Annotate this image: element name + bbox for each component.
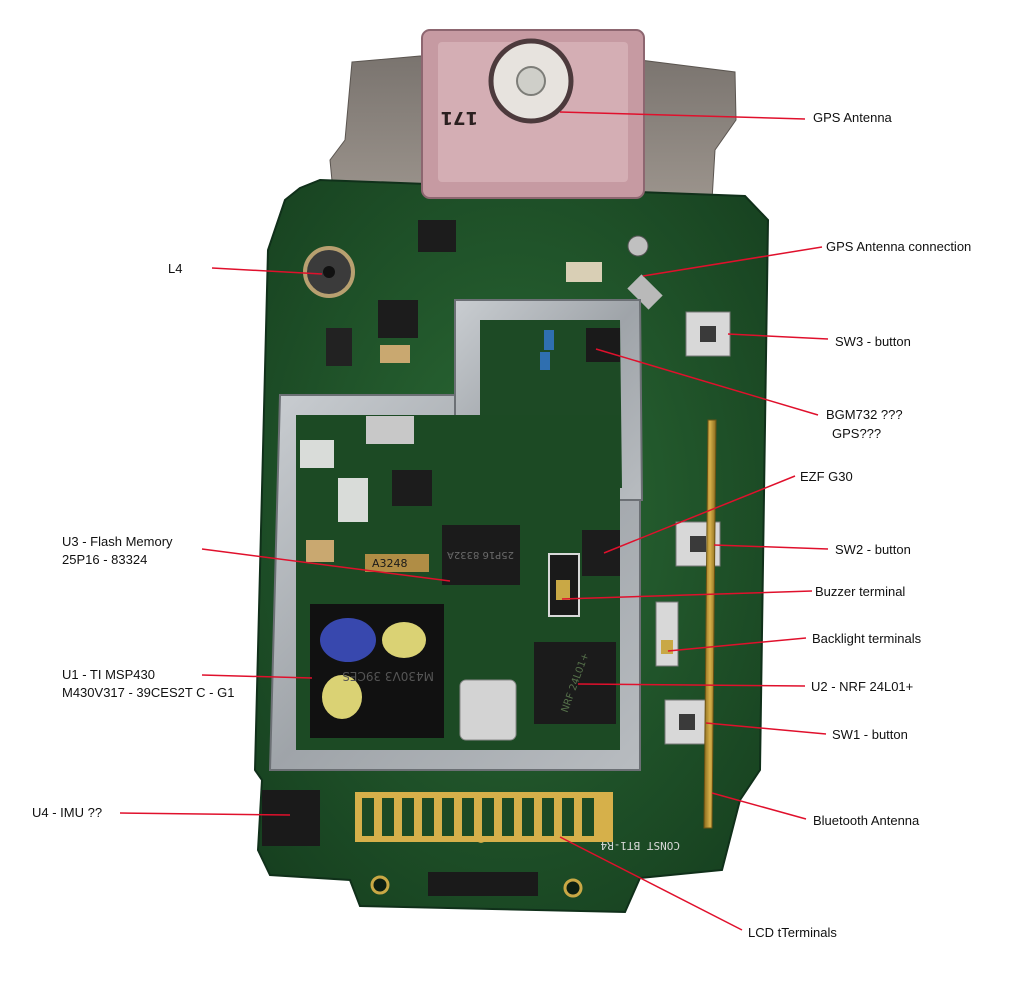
mount-hole [370, 875, 390, 895]
leader-l4 [211, 267, 323, 275]
ezf-g30-chip [582, 530, 620, 576]
u4-imu-chip [262, 790, 320, 846]
backlight-terminal [655, 601, 679, 667]
oscillator [459, 679, 517, 741]
leader-lcd [559, 836, 743, 931]
label-bgm732-line2: GPS??? [832, 426, 882, 441]
label-sw3: SW3 - button [835, 334, 911, 349]
label-sw2: SW2 - button [835, 542, 911, 557]
leader-ezf [603, 475, 796, 554]
leader-lines [119, 111, 829, 931]
mount-hole [563, 878, 583, 898]
leader-u2 [577, 683, 806, 687]
leader-sw2 [713, 544, 829, 550]
label-lcd: LCD tTerminals [748, 925, 837, 940]
label-u3-line1: U3 - Flash Memory [62, 534, 173, 549]
label-u1-line2: M430V317 - 39CES2T C - G1 [62, 685, 235, 700]
lcd-terminals [355, 792, 613, 842]
leader-bgm732 [595, 348, 819, 416]
leader-u4 [119, 812, 291, 816]
component [306, 540, 334, 562]
leader-sw3 [727, 333, 829, 340]
antenna-connection-pad [627, 235, 649, 257]
label-u1-line1: U1 - TI MSP430 [62, 667, 155, 682]
label-sw1: SW1 - button [832, 727, 908, 742]
sw3-switch [685, 311, 731, 357]
label-bluetooth: Bluetooth Antenna [813, 813, 920, 828]
small-ic [378, 300, 418, 338]
small-ic [418, 220, 456, 252]
label-buzzer: Buzzer terminal [815, 584, 906, 599]
component [566, 262, 602, 282]
u2-nrf-chip [534, 642, 616, 724]
leader-u3 [201, 548, 451, 582]
crystal-marking: A3248 [372, 557, 408, 570]
component [380, 345, 410, 363]
label-bgm732-line1: BGM732 ??? [826, 407, 903, 422]
label-l4: L4 [168, 261, 183, 276]
leader-gps-connection [642, 246, 823, 277]
label-gps-antenna: GPS Antenna [813, 110, 892, 125]
bgm732-chip [586, 328, 620, 362]
label-u2: U2 - NRF 24L01+ [811, 679, 914, 694]
leader-sw1 [705, 722, 827, 735]
small-ic [326, 328, 352, 366]
flash-marking: 25P16 8332A [447, 549, 514, 560]
label-u3-line2: 25P16 - 83324 [62, 552, 148, 567]
u3-flash-chip [442, 525, 520, 585]
bluetooth-antenna [703, 419, 717, 829]
leader-gps-antenna [559, 111, 806, 120]
label-ezf: EZF G30 [800, 469, 853, 484]
label-backlight: Backlight terminals [812, 631, 922, 646]
bottom-header [428, 872, 538, 896]
leader-u1 [201, 674, 313, 679]
leader-backlight [667, 637, 807, 652]
gps-feed-pin [516, 66, 546, 96]
label-u4: U4 - IMU ?? [32, 805, 103, 820]
board-silk-label: CONST BT1-R4 [600, 839, 680, 852]
leader-buzzer [561, 590, 813, 600]
antenna-number: 171 [440, 107, 478, 128]
mcu-marking: M430V3 39CES [342, 669, 434, 683]
label-gps-antenna-connection: GPS Antenna connection [826, 239, 972, 254]
leader-bluetooth [711, 792, 807, 820]
crystal [365, 554, 429, 572]
